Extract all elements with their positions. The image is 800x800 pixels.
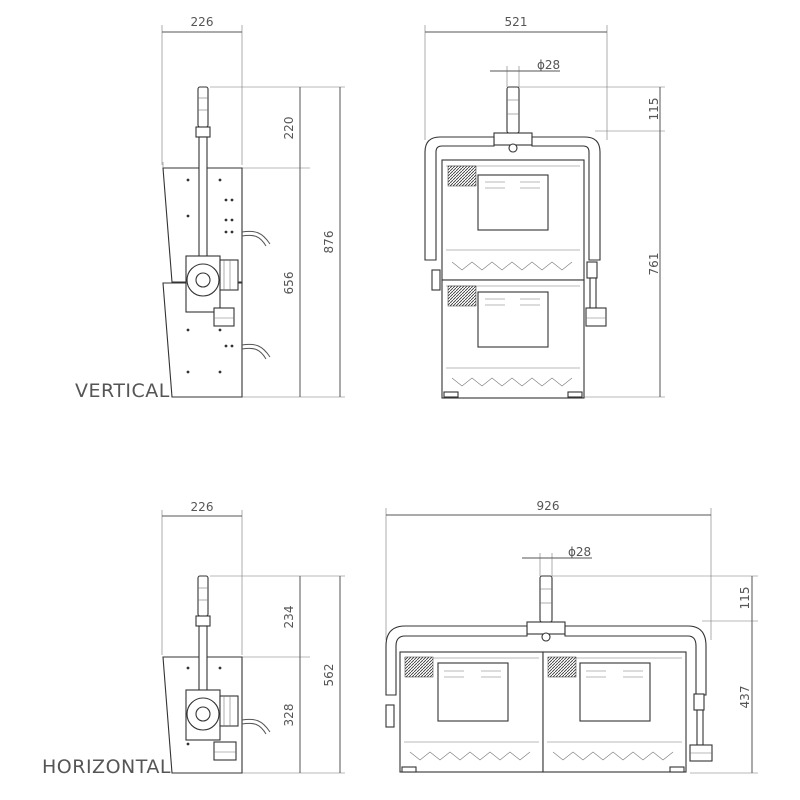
horizontal-label: HORIZONTAL	[42, 756, 171, 778]
horizontal-front-right-module	[401, 651, 687, 773]
horizontal-side-top-label: 234	[282, 606, 296, 629]
vertical-front-top-label: 115	[647, 98, 661, 121]
vertical-front-lower-module	[441, 279, 585, 399]
vertical-side-yoke	[185, 86, 239, 327]
vertical-side-total-label: 876	[322, 231, 336, 254]
horizontal-front-yoke	[385, 575, 713, 762]
vertical-front-upper-module	[441, 159, 585, 281]
vertical-front-width-label: 521	[505, 15, 528, 29]
vertical-label: VERTICAL	[75, 380, 170, 402]
horizontal-front-diameter-label: ϕ28	[568, 545, 591, 559]
horizontal-side-body-label: 328	[282, 704, 296, 727]
vertical-front-yoke	[424, 86, 607, 327]
vertical-front-height-label: 761	[647, 253, 661, 276]
horizontal-front-top-label: 115	[738, 587, 752, 610]
horizontal-side-view: 226 234 328 562	[161, 500, 345, 774]
horizontal-side-width-label: 226	[191, 500, 214, 514]
horizontal-side-yoke	[185, 575, 239, 761]
vertical-front-view: 521 ϕ28 115 761	[424, 15, 665, 399]
horizontal-front-width-label: 926	[537, 499, 560, 513]
vertical-front-diameter-label: ϕ28	[537, 58, 560, 72]
horizontal-front-height-label: 437	[738, 686, 752, 709]
vertical-side-top-label: 220	[282, 117, 296, 140]
vertical-side-width-label: 226	[191, 15, 214, 29]
vertical-front-dimensions	[424, 25, 665, 398]
horizontal-front-left-module	[399, 651, 544, 773]
vertical-side-view: 226 220 656 876	[161, 15, 345, 398]
horizontal-side-total-label: 562	[322, 664, 336, 687]
horizontal-front-view: 926 ϕ28 115 437	[385, 499, 758, 774]
vertical-side-dimensions	[161, 25, 345, 398]
horizontal-side-dimensions	[161, 510, 345, 774]
horizontal-front-dimensions	[385, 508, 758, 774]
vertical-side-body-label: 656	[282, 272, 296, 295]
